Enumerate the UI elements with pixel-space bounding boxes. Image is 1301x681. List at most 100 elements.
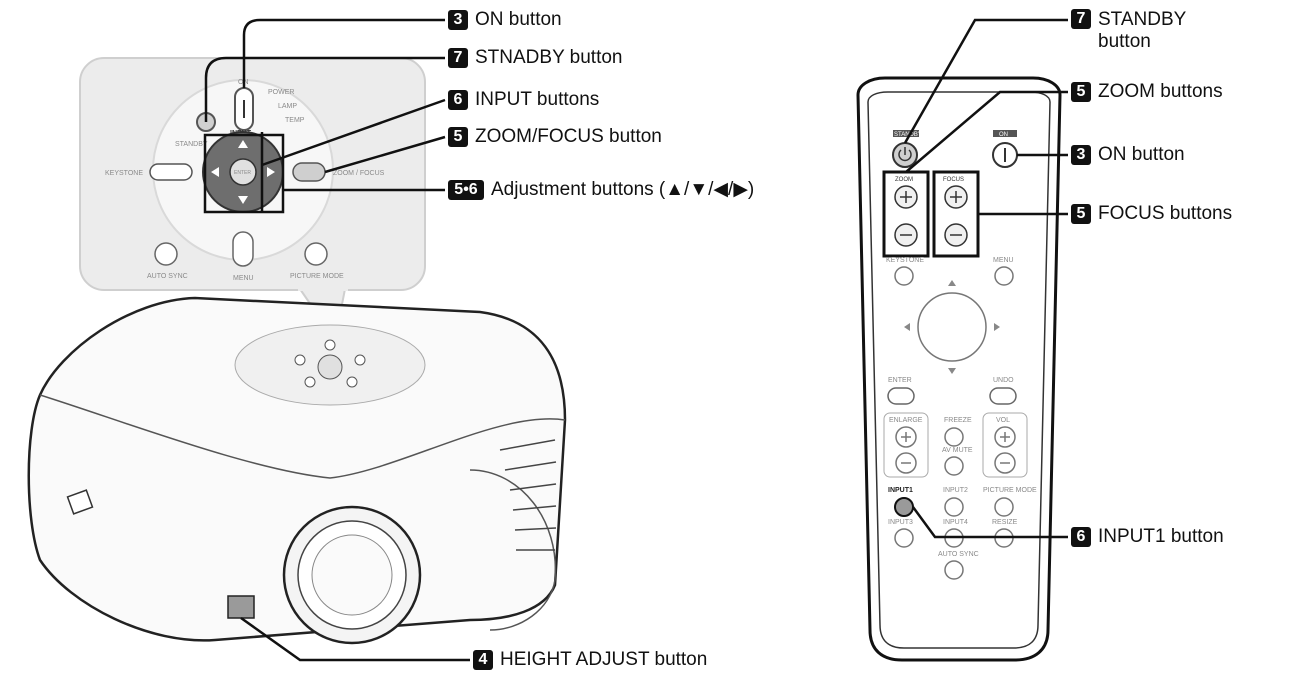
- panel-down-arrow-icon[interactable]: [238, 196, 248, 204]
- callout-label: Adjustment buttons (▲/▼/◀/▶): [491, 179, 755, 200]
- projector-height-adjust-button[interactable]: [227, 595, 255, 619]
- callout-label: ZOOM buttons: [1098, 81, 1223, 102]
- callout-input-buttons: 6 INPUT buttons: [448, 89, 599, 111]
- panel-keystone-label: KEYSTONE: [105, 170, 143, 177]
- remote-av-mute-button[interactable]: [944, 456, 964, 476]
- remote-auto-sync-button[interactable]: [944, 560, 964, 580]
- panel-enter-label: ENTER: [234, 170, 251, 176]
- leader-lines: [204, 18, 1068, 662]
- panel-standby-label: STANDBY: [175, 141, 208, 148]
- callout-zoom-focus-button: 5 ZOOM/FOCUS button: [448, 126, 662, 148]
- remote-control: STANDBY ON ZOOM FOCUS KEYSTONE MENU ENTE…: [856, 76, 1062, 662]
- panel-picture-mode-button[interactable]: [304, 242, 328, 266]
- callout-number: 5: [448, 127, 468, 147]
- remote-input2-button[interactable]: [944, 497, 964, 517]
- panel-menu-button[interactable]: [232, 231, 254, 267]
- callout-adjustment-buttons: 5•6 Adjustment buttons (▲/▼/◀/▶): [448, 179, 754, 201]
- callout-label: ON button: [1098, 144, 1185, 165]
- remote-freeze-label: FREEZE: [944, 417, 972, 424]
- remote-enter-button[interactable]: [887, 387, 915, 405]
- remote-auto-sync-label: AUTO SYNC: [938, 551, 979, 558]
- remote-left-arrow-icon[interactable]: [904, 323, 910, 331]
- panel-power-indicator: POWER: [268, 89, 294, 96]
- remote-menu-button[interactable]: [994, 266, 1014, 286]
- panel-lamp-indicator: LAMP: [278, 103, 297, 110]
- callout-remote-on-button: 3 ON button: [1071, 144, 1185, 166]
- callout-label: INPUT1 button: [1098, 526, 1224, 547]
- remote-menu-label: MENU: [993, 257, 1014, 264]
- callout-label: INPUT buttons: [475, 89, 600, 110]
- leader-on-button: [242, 18, 445, 88]
- remote-nav-ring[interactable]: [917, 292, 987, 362]
- panel-zoom-focus-button[interactable]: [292, 162, 326, 182]
- remote-input1-button[interactable]: [894, 497, 914, 517]
- panel-auto-sync-button[interactable]: [154, 242, 178, 266]
- callout-remote-input1-button: 6 INPUT1 button: [1071, 526, 1224, 548]
- remote-input2-label: INPUT2: [943, 487, 968, 494]
- callout-on-button: 3 ON button: [448, 9, 562, 31]
- callout-number: 6: [448, 90, 468, 110]
- leader-remote-zoom: [905, 90, 1068, 173]
- remote-freeze-button[interactable]: [944, 427, 964, 447]
- panel-auto-sync-label: AUTO SYNC: [147, 273, 188, 280]
- callout-number: 3: [1071, 145, 1091, 165]
- remote-av-mute-label: AV MUTE: [942, 447, 973, 454]
- panel-enter-button[interactable]: [229, 158, 257, 186]
- remote-enter-label: ENTER: [888, 377, 912, 384]
- remote-keystone-label: KEYSTONE: [886, 257, 924, 264]
- remote-zoom-label: ZOOM: [895, 177, 913, 183]
- callout-label: STNADBY button: [475, 47, 623, 68]
- panel-temp-indicator: TEMP: [285, 117, 305, 124]
- remote-enlarge-label: ENLARGE: [889, 417, 923, 424]
- remote-input4-label: INPUT4: [943, 519, 968, 526]
- leader-remote-standby: [903, 18, 1068, 144]
- remote-keystone-button[interactable]: [894, 266, 914, 286]
- callout-label: ON button: [475, 9, 562, 30]
- projector-illustration: [27, 296, 567, 645]
- callout-number: 7: [1071, 9, 1091, 29]
- remote-input1-label: INPUT1: [888, 487, 913, 494]
- remote-on-label: ON: [999, 132, 1008, 138]
- leader-stnadby-button: [204, 56, 445, 122]
- leader-input-buttons: [261, 98, 446, 167]
- leader-height-adjust-button: [240, 616, 470, 662]
- callout-label: ZOOM/FOCUS button: [475, 126, 662, 147]
- remote-undo-label: UNDO: [993, 377, 1014, 384]
- remote-down-arrow-icon[interactable]: [948, 368, 956, 374]
- callout-number: 5: [1071, 204, 1091, 224]
- remote-picture-mode-label: PICTURE MODE: [983, 487, 1037, 494]
- remote-up-arrow-icon[interactable]: [948, 280, 956, 286]
- callout-number: 5•6: [448, 180, 484, 200]
- panel-up-arrow-icon[interactable]: [238, 140, 248, 148]
- callout-number: 7: [448, 48, 468, 68]
- control-panel-inset: ON POWER LAMP TEMP STANDBY INPUT ENTER K…: [79, 57, 426, 343]
- callout-number: 4: [473, 650, 493, 670]
- remote-standby-label: STANDBY: [894, 132, 922, 138]
- callout-label: STANDBY button: [1098, 9, 1186, 52]
- remote-input3-label: INPUT3: [888, 519, 913, 526]
- remote-picture-mode-button[interactable]: [994, 497, 1014, 517]
- remote-undo-button[interactable]: [989, 387, 1017, 405]
- panel-left-arrow-icon[interactable]: [211, 167, 219, 177]
- leader-zoom-focus-button: [324, 135, 446, 174]
- panel-menu-label: MENU: [233, 275, 254, 282]
- callout-number: 5: [1071, 82, 1091, 102]
- callout-number: 6: [1071, 527, 1091, 547]
- callout-label: FOCUS buttons: [1098, 203, 1233, 224]
- panel-picture-mode-label: PICTURE MODE: [290, 273, 344, 280]
- callout-number: 3: [448, 10, 468, 30]
- callout-remote-zoom-buttons: 5 ZOOM buttons: [1071, 81, 1223, 103]
- callout-remote-standby-button: 7 STANDBY button: [1071, 9, 1208, 53]
- panel-zoom-focus-label: ZOOM / FOCUS: [333, 170, 385, 177]
- remote-input3-button[interactable]: [894, 528, 914, 548]
- remote-right-arrow-icon[interactable]: [994, 323, 1000, 331]
- remote-vol-label: VOL: [996, 417, 1010, 424]
- callout-remote-focus-buttons: 5 FOCUS buttons: [1071, 203, 1232, 225]
- remote-resize-label: RESIZE: [992, 519, 1018, 526]
- panel-right-arrow-icon[interactable]: [267, 167, 275, 177]
- leader-remote-input1: [911, 506, 1068, 539]
- callout-stnadby-button: 7 STNADBY button: [448, 47, 623, 69]
- panel-keystone-button[interactable]: [149, 163, 193, 181]
- callout-height-adjust-button: 4 HEIGHT ADJUST button: [473, 649, 707, 671]
